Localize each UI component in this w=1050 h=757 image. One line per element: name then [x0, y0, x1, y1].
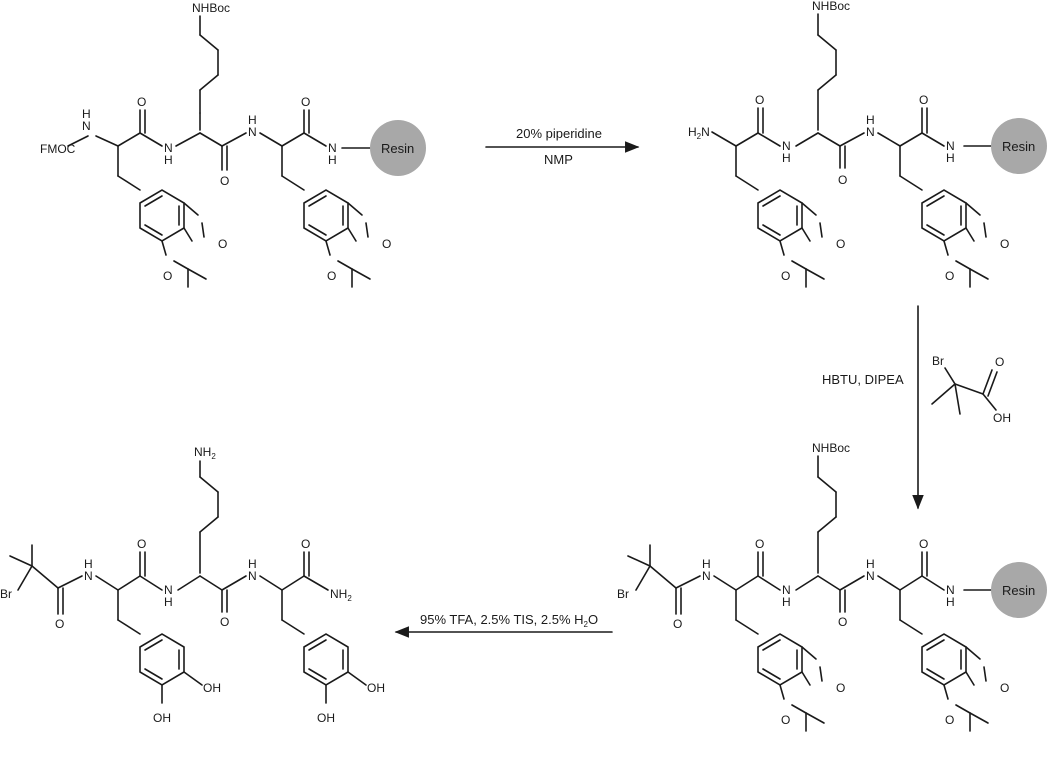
molecule-deprotected-peptide: NH2 Br O N H O N H O [0, 445, 385, 725]
step1-reagent: 20% piperidine [516, 126, 602, 141]
nhboc-label: NHBoc [192, 1, 230, 15]
reaction-step-3: 95% TFA, 2.5% TIS, 2.5% H2O [394, 612, 613, 638]
o-label: O [995, 355, 1004, 369]
h-label: H [248, 557, 257, 571]
resin-label: Resin [381, 141, 414, 156]
oh-label: OH [203, 681, 221, 695]
n-label: N [84, 569, 93, 583]
h2n-label: H2N [688, 125, 710, 141]
o-label: O [55, 617, 64, 631]
h-label: H [782, 151, 791, 165]
resin-bead: Resin [370, 120, 426, 176]
o-label: O [301, 537, 310, 551]
molecule-initiator-peptide-resin: NHBoc Br O N H O N [617, 441, 1047, 732]
o-label: O [838, 615, 847, 629]
h-label: H [782, 595, 791, 609]
o-label: O [836, 681, 845, 695]
step2-reagents: HBTU, DIPEA [822, 372, 904, 387]
resin-label: Resin [1002, 139, 1035, 154]
o-label: O [382, 237, 391, 251]
br-label: Br [617, 587, 629, 601]
h-label: H [866, 557, 875, 571]
o-label: O [220, 174, 229, 188]
fmoc-label: FMOC [40, 142, 76, 156]
n-label: N [946, 583, 955, 597]
o-label: O [919, 93, 928, 107]
step1-solvent: NMP [544, 152, 573, 167]
h-label: H [866, 113, 875, 127]
n-label: N [248, 125, 257, 139]
o-label: O [1000, 681, 1009, 695]
n-label: N [946, 139, 955, 153]
h-label: H [82, 107, 91, 121]
o-label: O [301, 95, 310, 109]
o-label: O [755, 537, 764, 551]
reaction-step-2: HBTU, DIPEA Br O OH [822, 305, 1011, 510]
o-label: O [673, 617, 682, 631]
oh-label: OH [367, 681, 385, 695]
o-label: O [163, 269, 172, 283]
n-label: N [164, 583, 173, 597]
oh-label: OH [153, 711, 171, 725]
o-label: O [1000, 237, 1009, 251]
h-label: H [702, 557, 711, 571]
nh2-label: NH2 [194, 445, 216, 461]
o-label: O [218, 237, 227, 251]
nhboc-label: NHBoc [812, 0, 850, 13]
h-label: H [84, 557, 93, 571]
resin-label: Resin [1002, 583, 1035, 598]
o-label: O [137, 95, 146, 109]
n-label: N [328, 141, 337, 155]
o-label: O [919, 537, 928, 551]
resin-bead: Resin [991, 562, 1047, 618]
o-label: O [781, 269, 790, 283]
step3-conditions: 95% TFA, 2.5% TIS, 2.5% H2O [420, 612, 598, 629]
o-label: O [327, 269, 336, 283]
n-label: N [82, 119, 91, 133]
n-label: N [702, 569, 711, 583]
o-label: O [220, 615, 229, 629]
n-label: N [782, 139, 791, 153]
oh-label: OH [993, 411, 1011, 425]
o-label: O [781, 713, 790, 727]
o-label: O [137, 537, 146, 551]
h-label: H [164, 153, 173, 167]
o-label: O [755, 93, 764, 107]
o-label: O [945, 713, 954, 727]
o-label: O [838, 173, 847, 187]
n-label: N [782, 583, 791, 597]
bromoisobutyric-acid: Br O OH [931, 354, 1011, 425]
h-label: H [328, 153, 337, 167]
h-label: H [248, 113, 257, 127]
molecule-fmoc-peptide-resin: NHBoc FMOC N H O N H O N H [40, 1, 426, 288]
o-label: O [836, 237, 845, 251]
amide-nh2-label: NH2 [330, 587, 352, 603]
molecule-free-amine-peptide-resin: NHBoc H2N O N H O N H O N H O O O [688, 0, 1047, 288]
o-label: O [945, 269, 954, 283]
br-label: Br [932, 354, 944, 368]
br-label: Br [0, 587, 12, 601]
nhboc-label: NHBoc [812, 441, 850, 455]
h-label: H [946, 151, 955, 165]
resin-bead: Resin [991, 118, 1047, 174]
h-label: H [946, 595, 955, 609]
n-label: N [164, 141, 173, 155]
n-label: N [248, 569, 257, 583]
reaction-step-1: 20% piperidine NMP [485, 126, 640, 167]
oh-label: OH [317, 711, 335, 725]
n-label: N [866, 569, 875, 583]
n-label: N [866, 125, 875, 139]
h-label: H [164, 595, 173, 609]
